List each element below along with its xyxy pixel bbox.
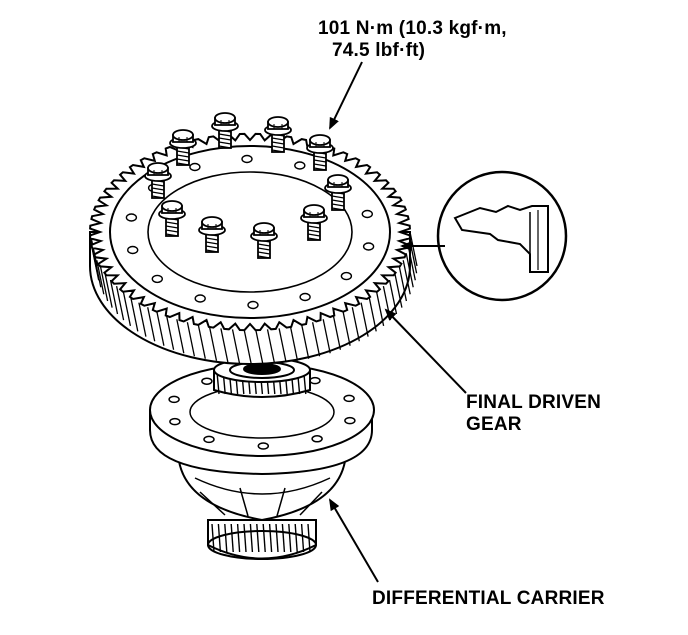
leader-arrows xyxy=(328,61,467,583)
differential-carrier xyxy=(149,357,375,560)
gear-section-detail xyxy=(436,170,568,302)
final-driven-gear-label: FINAL DRIVEN GEAR xyxy=(466,392,601,436)
torque-spec-label: 101 N·m (10.3 kgf·m, 74.5 lbf·ft) xyxy=(318,18,507,62)
torque-spec-line2: 74.5 lbf·ft) xyxy=(332,40,426,61)
torque-spec-line1: 101 N·m (10.3 kgf·m, xyxy=(318,18,507,39)
final-driven-gear-line1: FINAL DRIVEN xyxy=(466,392,602,413)
final-driven-gear-line2: GEAR xyxy=(466,414,522,435)
differential-carrier-label: DIFFERENTIAL CARRIER xyxy=(372,588,605,609)
final-driven-gear xyxy=(89,132,418,365)
gear-bolts xyxy=(144,112,352,259)
